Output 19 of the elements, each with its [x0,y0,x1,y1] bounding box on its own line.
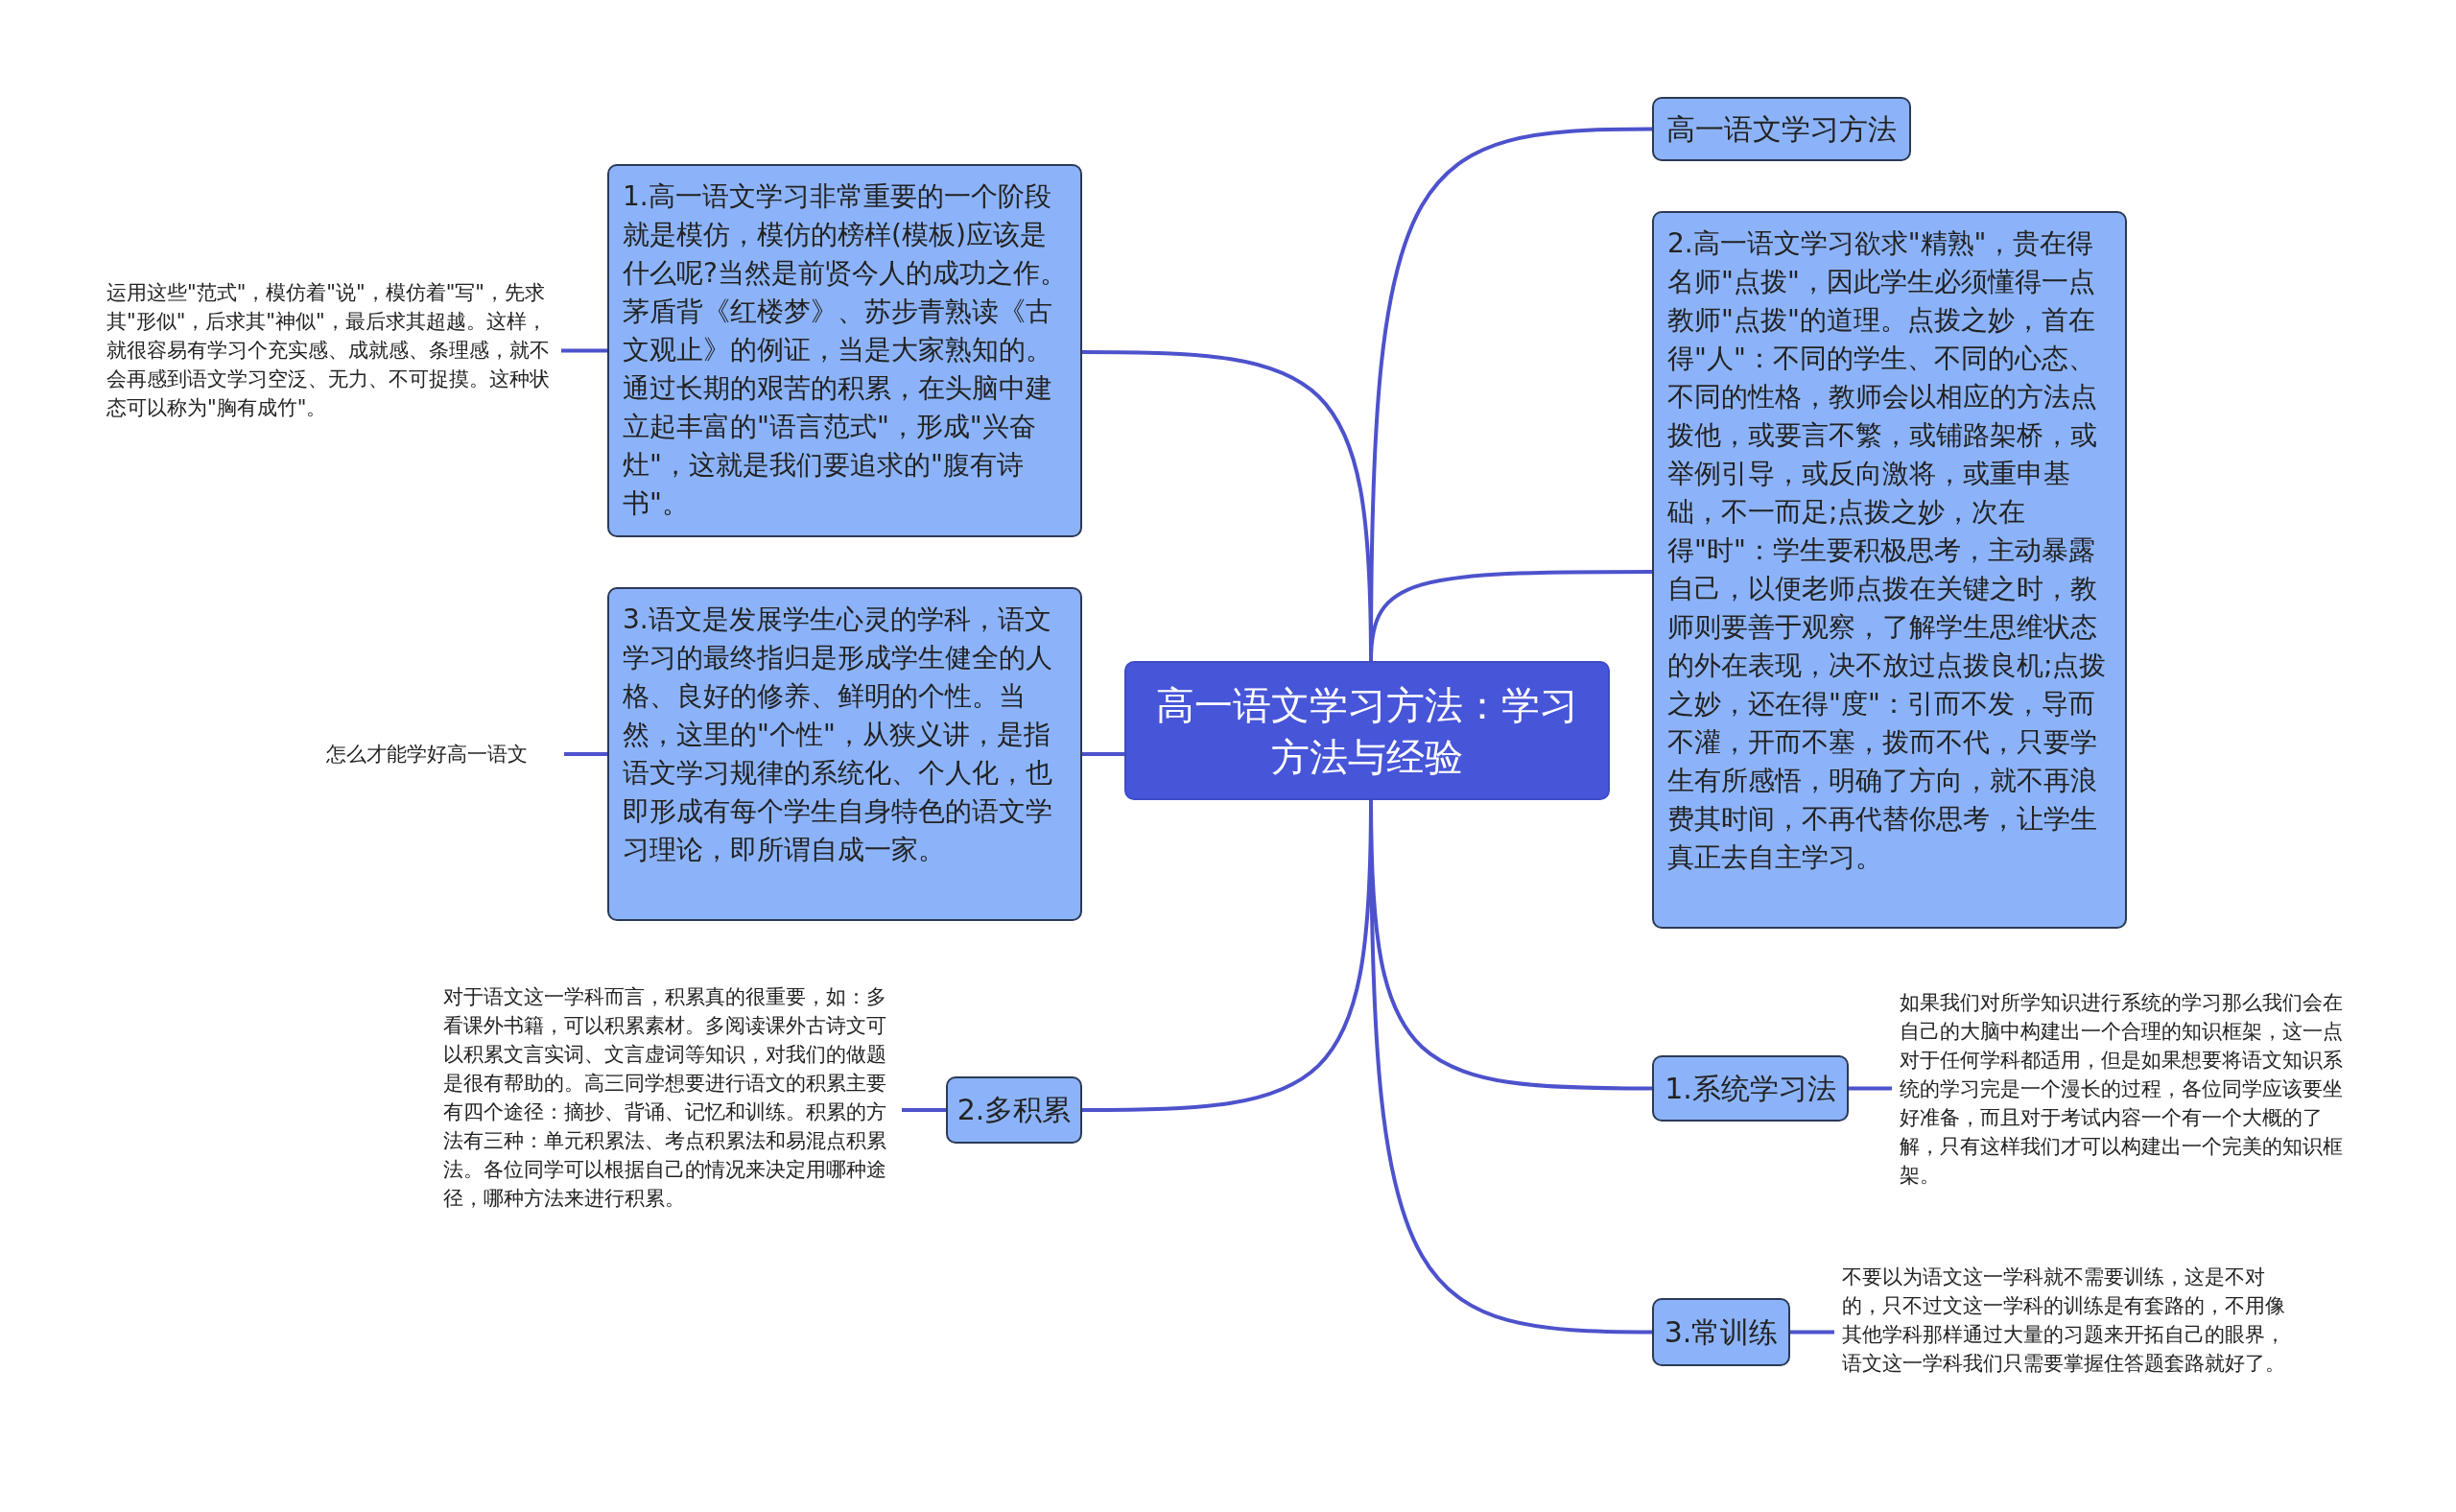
topic-box: 1.系统学习法 [1652,1055,1849,1122]
note-text: 对于语文这一学科而言，积累真的很重要，如：多看课外书籍，可以积累素材。多阅读课外古诗文可以积累文言实词、文言虚词等知识，对我们的做题是很有帮助的。高三同学想要进行语文的积累主要有四个途径：摘抄、背诵、记忆和训练。积累的方法有三种：单元积累法、考点积累法和易混点积累法。各位同学可以根据自己的情况来决定用哪种途径，哪种方法来进行积累。 [443,982,894,1241]
note-text: 不要以为语文这一学科就不需要训练，这是不对的，只不过文这一学科的训练是有套路的，不用像其他学科那样通过大量的习题来开拓自己的眼界，语文这一学科我们只需要掌握住答题套路就好了。 [1842,1263,2293,1406]
connector-line [1849,1086,1892,1091]
note-text: 怎么才能学好高一语文 [326,740,556,768]
topic-box: 2.高一语文学习欲求"精熟"，贵在得名师"点拨"，因此学生必须懂得一点教师"点拨"的道理。点拨之妙，首在得"人"：不同的学生、不同的心态、不同的性格，教师会以相应的方法点拨他，或要言不繁，或铺路架桥，或举例引导，或反向激将，或重申基础，不一而足;点拨之妙，次在得"时"：学生要积极思考，主动暴露自己，以便老师点拨在关键之时，教师则要善于观察，了解学生思维状态的外在表现，决不放过点拨良机;点拨之妙，还在得"度"：引而不发，导而不灌，开而不塞，拨而不代，只要学生有所感悟，明确了方向，就不再浪费其时间，不再代替你思考，让学生真正去自主学习。 [1652,211,2127,929]
topic-box: 3.常训练 [1652,1298,1790,1366]
connector-line [1790,1330,1834,1335]
connector-line [564,752,607,756]
note-text: 运用这些"范式"，模仿着"说"，模仿着"写"，先求其"形似"，后求其"神似"，最后求其超越。这样，就很容易有学习个充实感、成就感、条理感，就不会再感到语文学习空泛、无力、不可捉摸。这种状态可以称为"胸有成竹"。 [106,278,554,426]
connector-line [1082,752,1124,756]
connector-line [561,348,607,353]
topic-box: 1.高一语文学习非常重要的一个阶段就是模仿，模仿的榜样(模板)应该是什么呢?当然是前贤今人的成功之作。茅盾背《红楼梦》、苏步青熟读《古文观止》的例证，当是大家熟知的。通过长期的艰苦的积累，在头脑中建立起丰富的"语言范式"，形成"兴奋灶"，这就是我们要追求的"腹有诗书"。 [607,164,1082,537]
central-topic-box: 高一语文学习方法：学习方法与经验 [1124,661,1610,800]
topic-box: 高一语文学习方法 [1652,97,1911,161]
note-text: 如果我们对所学知识进行系统的学习那么我们会在自己的大脑中构建出一个合理的知识框架，这一点对于任何学科都适用，但是如果想要将语文知识系统的学习完是一个漫长的过程，各位同学应该要坐好准备，而且对于考试内容一个有一个大概的了解，只有这样我们才可以构建出一个完美的知识框架。 [1900,988,2350,1192]
topic-box: 3.语文是发展学生心灵的学科，语文学习的最终指归是形成学生健全的人格、良好的修养、鲜明的个性。当然，这里的"个性"，从狭义讲，是指语文学习规律的系统化、个人化，也即形成有每个学生自身特色的语文学习理论，即所谓自成一家。 [607,587,1082,921]
topic-box: 2.多积累 [946,1076,1082,1144]
connector-line [902,1108,946,1112]
